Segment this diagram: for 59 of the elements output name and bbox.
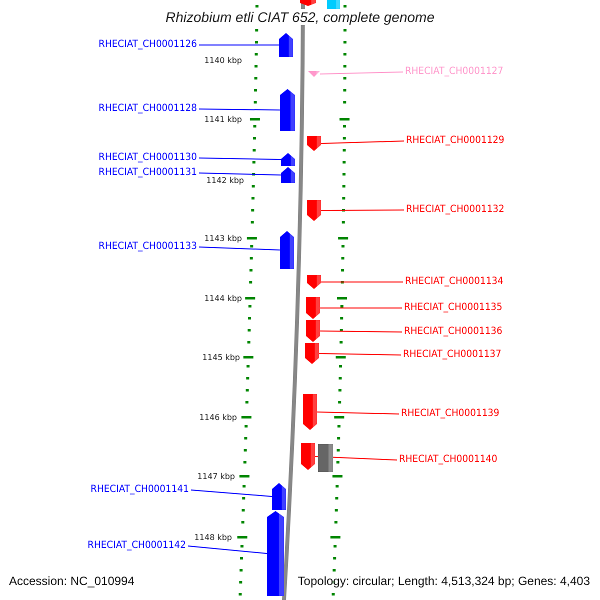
footer-text: Accession: NC_010994 [9, 574, 134, 588]
leader-line [198, 172, 282, 176]
gene-feature [306, 320, 320, 342]
gene-feature [305, 343, 319, 364]
leader-line [188, 546, 268, 554]
gene-feature [306, 297, 320, 319]
gene-label: RHECIAT_CH0001133 [98, 241, 197, 253]
gene-label: RHECIAT_CH0001128 [98, 103, 197, 115]
leader-line [198, 158, 282, 160]
gene-feature [272, 483, 286, 510]
gene-feature [327, 0, 340, 9]
gene-label: RHECIAT_CH0001135 [404, 302, 502, 314]
scale-label: 1141 kbp [204, 115, 242, 124]
scale-label: 1143 kbp [204, 234, 242, 243]
gene-label: RHECIAT_CH0001139 [401, 408, 500, 420]
scale-label: 1142 kbp [206, 176, 244, 185]
gene-label: RHECIAT_CH0001137 [403, 349, 502, 361]
leader-line [320, 330, 402, 332]
gene-label: RHECIAT_CH0001126 [98, 39, 197, 51]
scale-label: 1144 kbp [204, 294, 242, 303]
leader-line [198, 246, 280, 250]
gene-label: RHECIAT_CH0001130 [98, 152, 197, 164]
gene-label: RHECIAT_CH0001134 [405, 276, 504, 288]
scale-label: 1146 kbp [199, 413, 237, 422]
gene-feature [280, 231, 294, 269]
scale-label: 1140 kbp [204, 56, 242, 65]
gene-label: RHECIAT_CH0001132 [406, 204, 504, 216]
leader-line [198, 44, 280, 46]
gene-feature [307, 136, 321, 151]
leader-line [316, 412, 400, 414]
gene-feature [318, 444, 333, 472]
gene-label: RHECIAT_CH0001141 [90, 484, 189, 496]
gene-feature [300, 0, 316, 6]
gene-label: RHECIAT_CH0001136 [404, 326, 502, 338]
gene-feature [308, 71, 320, 77]
gene-feature [301, 443, 315, 470]
leader-line [320, 140, 404, 144]
footer-text: Topology: circular; Length: 4,513,324 bp; Genes: 4,403 [298, 574, 590, 588]
gene-feature [307, 275, 321, 289]
gene-feature [280, 89, 295, 131]
gene-label: RHECIAT_CH0001142 [88, 540, 186, 552]
leader-line [190, 490, 272, 497]
gene-feature [303, 394, 317, 430]
scale-label: 1145 kbp [202, 353, 240, 362]
leader-line [320, 210, 404, 211]
leader-line [320, 72, 404, 74]
gene-feature [281, 153, 295, 166]
scale-label: 1147 kbp [197, 472, 235, 481]
genome-title: Rhizobium etli CIAT 652, complete genome [166, 9, 434, 25]
gene-label: RHECIAT_CH0001140 [399, 454, 498, 466]
gene-label: RHECIAT_CH0001127 [405, 66, 504, 78]
leader-line [318, 353, 402, 356]
gene-feature [279, 33, 293, 57]
gene-feature [281, 167, 295, 183]
gene-feature [307, 200, 321, 221]
gene-label: RHECIAT_CH0001131 [98, 167, 197, 179]
scale-label: 1148 kbp [194, 533, 232, 542]
gene-label: RHECIAT_CH0001129 [406, 135, 504, 147]
leader-line [198, 108, 280, 110]
